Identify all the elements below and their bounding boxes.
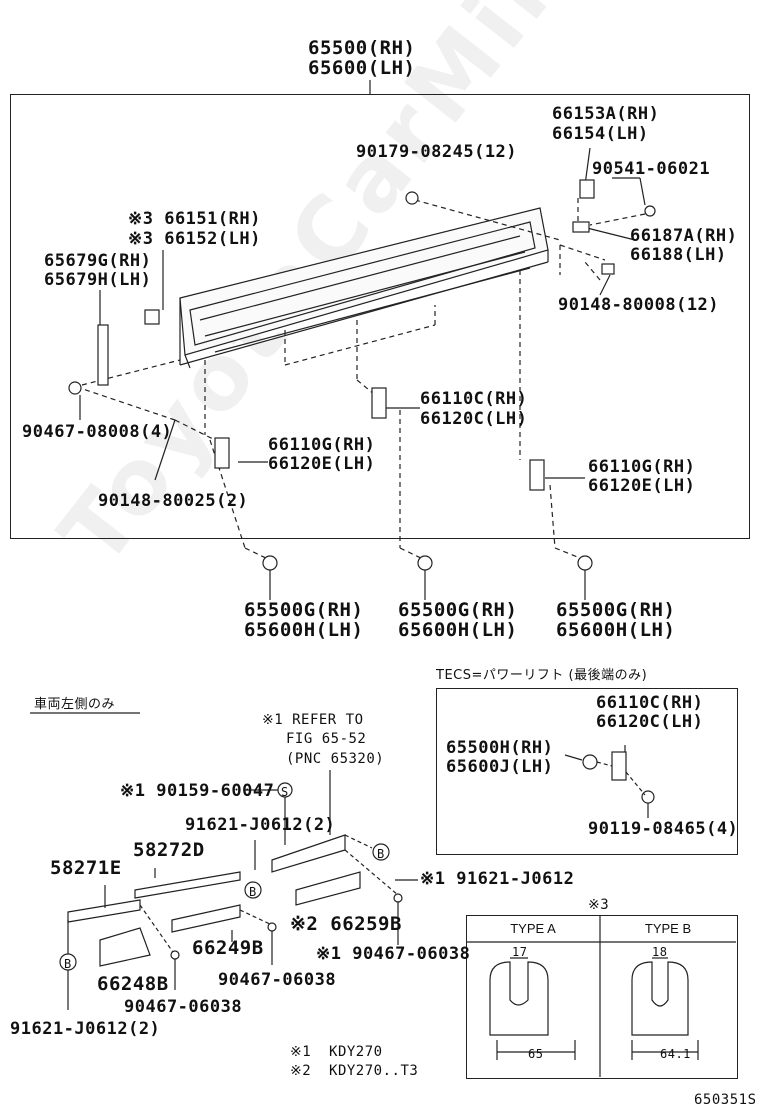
label-p11: 90467-06038	[124, 997, 243, 1017]
type-b-slot-width: 18	[652, 945, 668, 959]
label-l10a: 66110G(RH)	[268, 435, 376, 455]
type-a-slot-width: 17	[512, 945, 528, 959]
label-b3b: 65600H(LH)	[556, 619, 676, 641]
ref-line2: FIG 65-52	[286, 731, 367, 747]
label-l10b: 66120E(LH)	[268, 454, 376, 474]
label-l2b: 66154(LH)	[552, 124, 649, 144]
label-l12: 90148-80025(2)	[98, 491, 249, 511]
tecs-t3: 90119-08465(4)	[588, 819, 739, 839]
footnote-2: ※2 KDY270..T3	[290, 1063, 419, 1079]
type-a-header: TYPE A	[510, 921, 556, 936]
label-l8a: 66110C(RH)	[420, 389, 528, 409]
type-b-base-width: 64.1	[660, 1047, 691, 1061]
label-l2a: 66153A(RH)	[552, 104, 660, 124]
tecs-t2a: 65500H(RH)	[446, 738, 554, 758]
label-p4: 58272D	[133, 839, 205, 861]
ref-line3: (PNC 65320)	[286, 751, 385, 767]
label-b2b: 65600H(LH)	[398, 619, 518, 641]
tecs-t1a: 66110C(RH)	[596, 693, 704, 713]
label-p2: 91621-J0612(2)	[185, 815, 336, 835]
label-l5b: 65679H(LH)	[44, 270, 152, 290]
tecs-t1b: 66120C(LH)	[596, 712, 704, 732]
tecs-frame	[436, 688, 738, 855]
b-mark-1: B	[249, 885, 257, 899]
label-l3: 90541-06021	[592, 159, 711, 179]
label-p9: ※1 90467-06038	[316, 944, 471, 964]
label-l1: 90179-08245(12)	[356, 142, 518, 162]
label-p8: 66248B	[97, 973, 169, 995]
label-p1: ※1 90159-60047	[120, 781, 275, 801]
label-l9: 90467-08008(4)	[22, 422, 173, 442]
label-l7: 90148-80008(12)	[558, 295, 720, 315]
label-b1a: 65500G(RH)	[244, 599, 364, 621]
label-l5a: 65679G(RH)	[44, 251, 152, 271]
label-l11a: 66110G(RH)	[588, 457, 696, 477]
label-l6b: 66188(LH)	[630, 245, 727, 265]
label-p12: 91621-J0612(2)	[10, 1019, 161, 1039]
type-table-frame	[466, 915, 738, 1079]
upper-diagram-frame	[10, 94, 750, 539]
ref-line1: ※1 REFER TO	[262, 712, 364, 728]
b-mark-2: B	[377, 847, 385, 861]
s-mark: S	[281, 785, 289, 799]
type-a-base-width: 65	[528, 1047, 544, 1061]
label-b3a: 65500G(RH)	[556, 599, 676, 621]
tecs-t2b: 65600J(LH)	[446, 757, 554, 777]
label-main-rh: 65500(RH)	[308, 37, 416, 59]
label-l4a: ※3 66151(RH)	[128, 209, 261, 229]
type-b-header: TYPE B	[644, 921, 692, 936]
label-b2a: 65500G(RH)	[398, 599, 518, 621]
tecs-title: TECS=パワーリフト (最後端のみ)	[436, 668, 648, 683]
label-l6a: 66187A(RH)	[630, 226, 738, 246]
label-p6: ※2 66259B	[290, 913, 402, 935]
label-l4b: ※3 66152(LH)	[128, 229, 261, 249]
label-main-lh: 65600(LH)	[308, 57, 416, 79]
footnote-1: ※1 KDY270	[290, 1044, 383, 1060]
label-p3: 58271E	[50, 857, 122, 879]
label-p7: 66249B	[192, 937, 264, 959]
label-p10: 90467-06038	[218, 970, 337, 990]
figure-id: 650351S	[694, 1092, 757, 1108]
label-l11b: 66120E(LH)	[588, 476, 696, 496]
label-p5: ※1 91621-J0612	[420, 869, 575, 889]
label-b1b: 65600H(LH)	[244, 619, 364, 641]
b-mark-3: B	[64, 957, 72, 971]
left-side-note: 車両左側のみ	[34, 697, 116, 712]
label-l8b: 66120C(LH)	[420, 409, 528, 429]
type-note: ※3	[588, 897, 610, 913]
